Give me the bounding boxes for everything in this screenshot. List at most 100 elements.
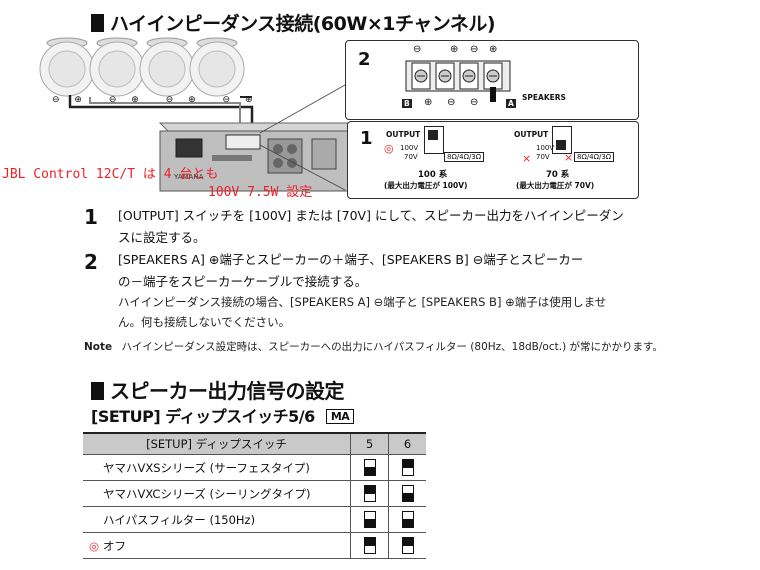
dip-cell xyxy=(350,480,389,507)
dip-cell xyxy=(350,506,389,533)
ceiling-speaker-2 xyxy=(89,37,145,97)
step-2-subnote: ハイインピーダンス接続の場合、[SPEAKERS A] ⊖端子と [SPEAKE… xyxy=(118,292,606,332)
dip-switch-6 xyxy=(401,511,414,528)
ohm-label: 8Ω/4Ω/3Ω xyxy=(574,152,615,162)
terminal-block xyxy=(405,60,511,102)
step-1-text: [OUTPUT] スイッチを [100V] または [70V] にして、スピーカ… xyxy=(118,205,624,249)
amp-brand-text: YAMAHA xyxy=(173,173,204,181)
dip-switch-6 xyxy=(401,537,414,554)
dip-cell xyxy=(388,480,426,507)
wiring-diagram: YAMAHA xyxy=(39,37,360,192)
panel-number: 2 xyxy=(358,49,371,70)
not-applicable-mark: × xyxy=(522,152,532,165)
polarity-mark: ⊕ xyxy=(188,95,199,105)
terminal-detail-panel: 2 ⊖ ⊕ ⊖ ⊕ SPEAKERS B ⊕ ⊖ ⊖ A xyxy=(345,40,639,120)
max-voltage-70-label: (最大出力電圧が 70V) xyxy=(516,181,595,190)
polarity-mark: ⊖ xyxy=(165,95,177,105)
terminal-b-label: B xyxy=(402,99,412,108)
voltage-70v-label: 70V xyxy=(404,153,418,161)
dip-cell xyxy=(388,454,426,481)
table-row: ヤマハVXSシリーズ (サーフェスタイプ) xyxy=(83,454,426,481)
terminal-minus-mark: ⊖ xyxy=(413,44,422,55)
output-switch-70v xyxy=(552,126,572,154)
series-100-label: 100 系 xyxy=(418,170,448,180)
heading-block-marker xyxy=(91,382,104,400)
dip-switch-5 xyxy=(363,459,376,476)
section-title-high-impedance: ハイインピーダンス接続(60W×1チャンネル) xyxy=(91,9,496,36)
ohm-label: 8Ω/4Ω/3Ω xyxy=(444,152,485,162)
step-2-subnote-line: ん。何も接続しないでください。 xyxy=(118,315,291,329)
dip-switch-5 xyxy=(363,511,376,528)
dip-cell xyxy=(350,532,389,559)
note-text: ハイインピーダンス設定時は、スピーカーへの出力にハイパスフィルター (80Hz、… xyxy=(121,341,663,353)
polarity-mark: ⊖ xyxy=(222,95,234,105)
output-label: OUTPUT xyxy=(514,130,549,139)
step-1-line: [OUTPUT] スイッチを [100V] または [70V] にして、スピーカ… xyxy=(118,208,624,223)
polarity-mark: ⊖ xyxy=(52,95,63,105)
polarity-mark: ⊖ xyxy=(108,95,120,105)
row-label: ヤマハVXSシリーズ (サーフェスタイプ) xyxy=(83,454,351,481)
row-label-text: オフ xyxy=(103,538,126,553)
terminal-minus-mark: ⊖ xyxy=(470,44,479,55)
output-label: OUTPUT xyxy=(386,130,421,139)
row-label-text: ヤマハVXSシリーズ (サーフェスタイプ) xyxy=(103,460,310,475)
row-label: ハイパスフィルター (150Hz) xyxy=(83,506,351,533)
dip-switch-6 xyxy=(401,485,414,502)
ceiling-speaker-4 xyxy=(189,37,245,97)
voltage-100v-label: 100V xyxy=(400,144,419,152)
step-2-line: の－端子をスピーカーケーブルで接続する。 xyxy=(118,274,368,289)
table-header: 5 xyxy=(350,432,389,455)
dip-switch-5 xyxy=(363,537,376,554)
output-switch-panel: 1 OUTPUT ◎ 100V 70V 8Ω/4Ω/3Ω 100 系 (最大出力… xyxy=(347,121,639,199)
amplifier-unit xyxy=(158,122,360,192)
voltage-70v-label: 70V xyxy=(536,153,550,161)
series-70-label: 70 系 xyxy=(546,170,570,180)
recommended-mark: ◎ xyxy=(89,538,100,553)
ma-badge: MA xyxy=(325,409,355,424)
dip-switch-table: [SETUP] ディップスイッチ 5 6 ヤマハVXSシリーズ (サーフェスタイ… xyxy=(83,432,426,559)
terminal-plus-mark: ⊕ xyxy=(489,44,498,55)
annotation-line-2: 100V 7.5W 設定 xyxy=(208,185,313,200)
dip-switch-6 xyxy=(401,459,414,476)
table-row: ◎オフ xyxy=(83,532,426,559)
subtitle-text: [SETUP] ディップスイッチ5/6 xyxy=(91,407,315,426)
max-voltage-100-label: (最大出力電圧が 100V) xyxy=(384,181,468,190)
speakers-label: SPEAKERS xyxy=(522,93,566,102)
heading-block-marker xyxy=(91,14,104,32)
step-2-line: [SPEAKERS A] ⊕端子とスピーカーの＋端子、[SPEAKERS B] … xyxy=(118,252,584,267)
terminal-plus-mark: ⊕ xyxy=(450,44,459,55)
section-title-text: ハイインピーダンス接続(60W×1チャンネル) xyxy=(110,13,496,35)
terminal-minus-mark: ⊖ xyxy=(447,97,456,108)
row-label: ◎オフ xyxy=(83,532,351,559)
row-label: ヤマハVXCシリーズ (シーリングタイプ) xyxy=(83,480,351,507)
polarity-mark: ⊕ xyxy=(244,95,256,105)
not-applicable-mark: × xyxy=(564,151,574,164)
section-title-speaker-output: スピーカー出力信号の設定 xyxy=(91,375,345,404)
output-switch-100v xyxy=(424,126,444,154)
row-label-text: ヤマハVXCシリーズ (シーリングタイプ) xyxy=(103,486,311,501)
polarity-mark: ⊕ xyxy=(74,95,85,105)
ceiling-speaker-3 xyxy=(139,37,195,97)
step-2-text: [SPEAKERS A] ⊕端子とスピーカーの＋端子、[SPEAKERS B] … xyxy=(118,249,583,293)
polarity-mark: ⊕ xyxy=(131,95,142,105)
row-label-text: ハイパスフィルター (150Hz) xyxy=(103,512,256,527)
panel-number: 1 xyxy=(360,128,373,149)
terminal-minus-mark: ⊖ xyxy=(470,97,479,108)
table-row: ヤマハVXCシリーズ (シーリングタイプ) xyxy=(83,480,426,507)
speaker-polarity-row: ⊖ ⊕ ⊖ ⊕ ⊖ ⊕ ⊖ ⊕ xyxy=(52,95,256,105)
note-label: Note xyxy=(84,341,113,353)
step-2-subnote-line: ハイインピーダンス接続の場合、[SPEAKERS A] ⊖端子と [SPEAKE… xyxy=(118,295,607,309)
step-number-2: 2 xyxy=(84,250,98,274)
recommended-mark: ◎ xyxy=(384,142,394,155)
step-1-line: スに設定する。 xyxy=(118,230,206,245)
voltage-100v-label: 100V xyxy=(536,144,555,152)
section-title-text: スピーカー出力信号の設定 xyxy=(110,379,345,403)
setup-dip-subtitle: [SETUP] ディップスイッチ5/6 MA xyxy=(91,403,355,427)
dip-cell xyxy=(388,532,426,559)
dip-cell xyxy=(388,506,426,533)
step-number-1: 1 xyxy=(84,205,98,229)
terminal-plus-mark: ⊕ xyxy=(424,97,433,108)
table-row: ハイパスフィルター (150Hz) xyxy=(83,506,426,533)
terminal-a-label: A xyxy=(506,99,516,108)
dip-cell xyxy=(350,454,389,481)
